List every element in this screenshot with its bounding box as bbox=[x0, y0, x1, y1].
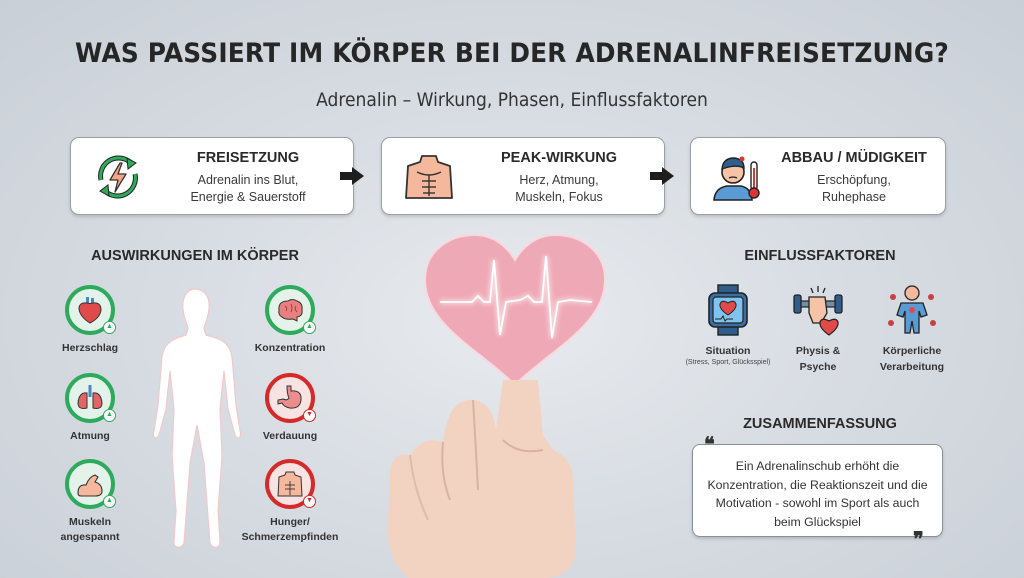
effect-muskeln: ▲ Muskeln angespannt bbox=[35, 459, 145, 545]
factor-situation: Situation (Stress, Sport, Glücksspiel) bbox=[678, 283, 778, 366]
phase-desc-line: Ruhephase bbox=[822, 190, 886, 204]
lungs-icon bbox=[77, 385, 103, 409]
increase-badge-icon: ▲ bbox=[103, 409, 116, 422]
increase-badge-icon: ▲ bbox=[103, 321, 116, 334]
effect-label-line: Atmung bbox=[70, 430, 110, 442]
decrease-badge-icon: ▼ bbox=[303, 495, 316, 508]
phase-desc-line: Erschöpfung, bbox=[817, 173, 891, 187]
factor-label-line: Verarbeitung bbox=[879, 361, 945, 373]
dumbbell-heart-icon bbox=[793, 286, 843, 336]
pointing-hand-image bbox=[388, 380, 576, 578]
factor-label: Körperliche Verarbeitung bbox=[862, 343, 962, 375]
increase-badge-icon: ▲ bbox=[303, 321, 316, 334]
phase-desc-line: Adrenalin ins Blut, bbox=[197, 173, 299, 187]
factor-label: Situation bbox=[705, 345, 751, 357]
phase-title: ABBAU / MÜDIGKEIT bbox=[781, 150, 927, 166]
page-title: WAS PASSIERT IM KÖRPER BEI DER ADRENALIN… bbox=[74, 38, 950, 69]
factors-heading: EINFLUSSFAKTOREN bbox=[744, 248, 896, 264]
factor-label-line: Körperliche bbox=[882, 345, 942, 357]
phase-description: Herz, Atmung, Muskeln, Fokus bbox=[462, 172, 656, 206]
phase-desc-line: Energie & Sauerstoff bbox=[190, 190, 306, 204]
torso-icon bbox=[405, 155, 453, 199]
factor-label-line: Physis & bbox=[795, 345, 841, 357]
effect-herzschlag: ▲ Herzschlag bbox=[35, 285, 145, 356]
effect-label-line: Muskeln bbox=[68, 516, 111, 528]
effect-circle: ▲ bbox=[65, 373, 116, 423]
phase-title: PEAK-WIRKUNG bbox=[501, 150, 617, 166]
factor-sublabel: (Stress, Sport, Glücksspiel) bbox=[685, 359, 771, 366]
brain-icon bbox=[278, 299, 303, 322]
effect-label-line: Schmerzempfinden bbox=[241, 531, 339, 543]
phase-desc-line: Muskeln, Fokus bbox=[515, 190, 603, 204]
effect-label-line: Herzschlag bbox=[61, 342, 119, 354]
phase-desc-line: Herz, Atmung, bbox=[519, 173, 599, 187]
effects-heading: AUSWIRKUNGEN IM KÖRPER bbox=[91, 248, 299, 264]
phase-description: Adrenalin ins Blut, Energie & Sauerstoff bbox=[151, 172, 345, 206]
effect-circle: ▼ bbox=[265, 459, 316, 509]
summary-box: Ein Adrenalinschub erhöht die Konzentrat… bbox=[692, 444, 943, 537]
factor-label: Physis & Psyche bbox=[768, 343, 868, 375]
effect-label: Herzschlag bbox=[35, 341, 145, 356]
factor-physis-psyche: Physis & Psyche bbox=[768, 283, 868, 375]
arrow-right-icon bbox=[340, 167, 364, 185]
arrow-right-icon bbox=[650, 167, 674, 185]
effect-label: Verdauung bbox=[235, 429, 345, 444]
effect-label: Muskeln angespannt bbox=[35, 515, 145, 545]
phase-card-abbau: ABBAU / MÜDIGKEIT Erschöpfung, Ruhephase bbox=[690, 137, 946, 215]
page-subtitle: Adrenalin – Wirkung, Phasen, Einflussfak… bbox=[316, 89, 708, 111]
effect-circle: ▲ bbox=[265, 285, 316, 335]
phase-card-freisetzung: FREISETZUNG Adrenalin ins Blut, Energie … bbox=[70, 137, 354, 215]
effect-circle: ▲ bbox=[65, 459, 116, 509]
increase-badge-icon: ▲ bbox=[103, 495, 116, 508]
effect-hunger-schmerz: ▼ Hunger/ Schmerzempfinden bbox=[235, 459, 345, 545]
open-quote-icon: ❝ bbox=[704, 432, 715, 456]
close-quote-icon: ❞ bbox=[913, 527, 924, 551]
effect-label: Hunger/ Schmerzempfinden bbox=[235, 515, 345, 545]
effect-label-line: Hunger/ bbox=[270, 516, 310, 528]
muscle-arm-icon bbox=[77, 474, 103, 497]
effect-atmung: ▲ Atmung bbox=[35, 373, 145, 444]
summary-text: Ein Adrenalinschub erhöht die Konzentrat… bbox=[707, 459, 928, 529]
phase-card-peak-wirkung: PEAK-WIRKUNG Herz, Atmung, Muskeln, Foku… bbox=[381, 137, 665, 215]
effect-circle: ▲ bbox=[65, 285, 116, 335]
effect-label-line: angespannt bbox=[60, 531, 120, 543]
factor-label-line: Psyche bbox=[799, 361, 837, 373]
effect-circle: ▼ bbox=[265, 373, 316, 423]
factor-koerperliche-verarbeitung: Körperliche Verarbeitung bbox=[862, 283, 962, 375]
smartwatch-heart-icon bbox=[708, 284, 748, 336]
effect-label: Konzentration bbox=[235, 341, 345, 356]
heart-organ-icon bbox=[78, 297, 102, 324]
effect-label-line: Verdauung bbox=[262, 430, 318, 442]
effect-label-line: Konzentration bbox=[254, 342, 326, 354]
effect-verdauung: ▼ Verdauung bbox=[235, 373, 345, 444]
phase-title: FREISETZUNG bbox=[196, 150, 300, 166]
heart-ecg-icon bbox=[423, 233, 607, 387]
energy-cycle-icon bbox=[98, 155, 138, 199]
decrease-badge-icon: ▼ bbox=[303, 409, 316, 422]
effect-label: Atmung bbox=[35, 429, 145, 444]
tired-person-thermometer-icon bbox=[713, 156, 760, 201]
summary-heading: ZUSAMMENFASSUNG bbox=[743, 416, 897, 432]
body-virus-icon bbox=[888, 285, 936, 334]
stomach-icon bbox=[277, 385, 302, 409]
effect-konzentration: ▲ Konzentration bbox=[235, 285, 345, 356]
torso-icon bbox=[277, 471, 303, 497]
human-body-silhouette-icon bbox=[152, 288, 242, 548]
phase-description: Erschöpfung, Ruhephase bbox=[771, 172, 937, 206]
